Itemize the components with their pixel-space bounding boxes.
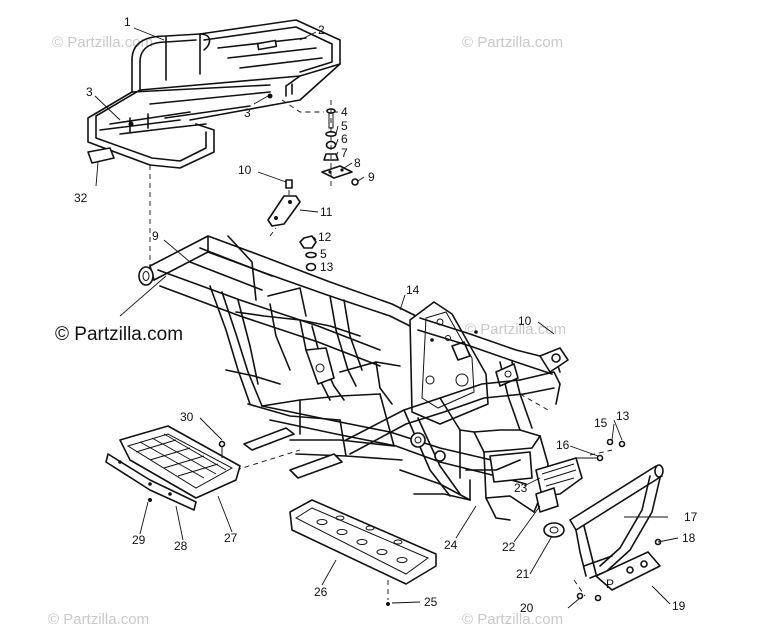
svg-text:P: P — [606, 577, 614, 591]
callout-28: 28 — [174, 539, 188, 553]
frame-nuts — [299, 235, 317, 272]
watermark: © Partzilla.com — [48, 611, 149, 628]
mount-hardware — [321, 100, 359, 190]
callout-21: 21 — [516, 567, 530, 581]
callout-27: 27 — [224, 531, 238, 545]
watermarks: © Partzilla.com © Partzilla.com © Partzi… — [48, 34, 566, 628]
callout-13: 13 — [320, 260, 334, 274]
callout-8: 8 — [354, 156, 361, 170]
watermark: © Partzilla.com — [52, 34, 153, 51]
callout-16: 16 — [556, 438, 570, 452]
callout-9b: 9 — [152, 229, 159, 243]
callout-14: 14 — [406, 283, 420, 297]
callout-23: 23 — [514, 481, 528, 495]
watermark: © Partzilla.com — [465, 321, 566, 338]
callout-1: 1 — [124, 15, 131, 29]
callout-7: 7 — [341, 146, 348, 160]
callout-32: 32 — [74, 191, 88, 205]
callout-22: 22 — [502, 540, 516, 554]
callout-3: 3 — [86, 85, 93, 99]
callout-30: 30 — [180, 410, 194, 424]
callout-10b: 10 — [518, 314, 532, 328]
reflector — [87, 147, 115, 164]
front-bumper: P — [569, 438, 664, 602]
callouts: 1 2 3 3 4 5 6 7 8 9 10 11 9 12 5 13 14 1… — [74, 15, 698, 615]
callout-5b: 5 — [320, 247, 327, 261]
watermark: © Partzilla.com — [462, 34, 563, 51]
callout-2: 2 — [318, 23, 325, 37]
watermark-prominent: © Partzilla.com — [55, 324, 183, 345]
footrest — [105, 425, 241, 511]
callout-4: 4 — [341, 105, 348, 119]
callout-11: 11 — [320, 205, 333, 219]
callout-5: 5 — [341, 119, 348, 133]
callout-6: 6 — [341, 132, 348, 146]
callout-29: 29 — [132, 533, 146, 547]
leader-lines — [94, 27, 679, 609]
callout-20: 20 — [520, 601, 534, 615]
callout-3b: 3 — [244, 106, 251, 120]
callout-15: 15 — [594, 416, 608, 430]
guide-lines — [149, 99, 613, 600]
front-brackets — [535, 457, 583, 538]
callout-13b: 13 — [616, 409, 630, 423]
floor-pegs — [243, 427, 343, 479]
bracket — [267, 179, 301, 227]
rear-rack — [87, 19, 341, 169]
callout-25: 25 — [424, 595, 438, 609]
callout-9: 9 — [368, 170, 375, 184]
main-frame — [138, 235, 569, 521]
callout-19: 19 — [672, 599, 686, 613]
callout-26: 26 — [314, 585, 328, 599]
callout-18: 18 — [682, 531, 696, 545]
callout-24: 24 — [444, 538, 458, 552]
skid-plate — [289, 499, 437, 606]
callout-17: 17 — [684, 510, 698, 524]
callout-10: 10 — [238, 163, 252, 177]
watermark: © Partzilla.com — [462, 611, 563, 628]
callout-12: 12 — [318, 230, 332, 244]
